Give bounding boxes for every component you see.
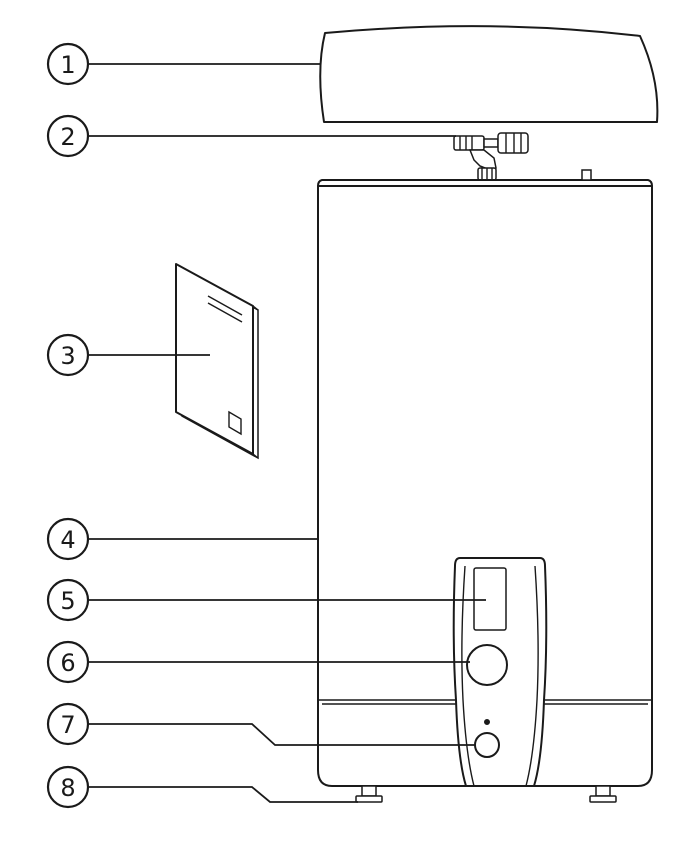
valve [453, 132, 529, 181]
svg-text:1: 1 [60, 51, 75, 79]
leader-8 [89, 786, 358, 803]
control-knob [466, 644, 508, 686]
callout-1: 1 [46, 42, 90, 86]
callout-4: 4 [46, 517, 90, 561]
leader-lines [89, 63, 486, 803]
svg-text:5: 5 [60, 587, 75, 615]
svg-text:3: 3 [60, 342, 75, 370]
leader-7 [89, 723, 475, 746]
svg-text:6: 6 [60, 649, 75, 677]
callout-2: 2 [46, 114, 90, 158]
callout-8: 8 [46, 765, 90, 809]
manual [175, 263, 259, 460]
callout-3: 3 [46, 333, 90, 377]
callout-6: 6 [46, 640, 90, 684]
top-cover [319, 25, 659, 123]
feet [355, 785, 617, 803]
svg-text:2: 2 [60, 123, 75, 151]
button [474, 732, 500, 758]
callout-7: 7 [46, 702, 90, 746]
display [473, 567, 507, 631]
svg-text:7: 7 [60, 711, 75, 739]
callout-5: 5 [46, 578, 90, 622]
indicator-dot [484, 719, 490, 725]
svg-text:4: 4 [60, 526, 75, 554]
svg-text:8: 8 [60, 774, 75, 802]
control-panel [452, 557, 548, 787]
